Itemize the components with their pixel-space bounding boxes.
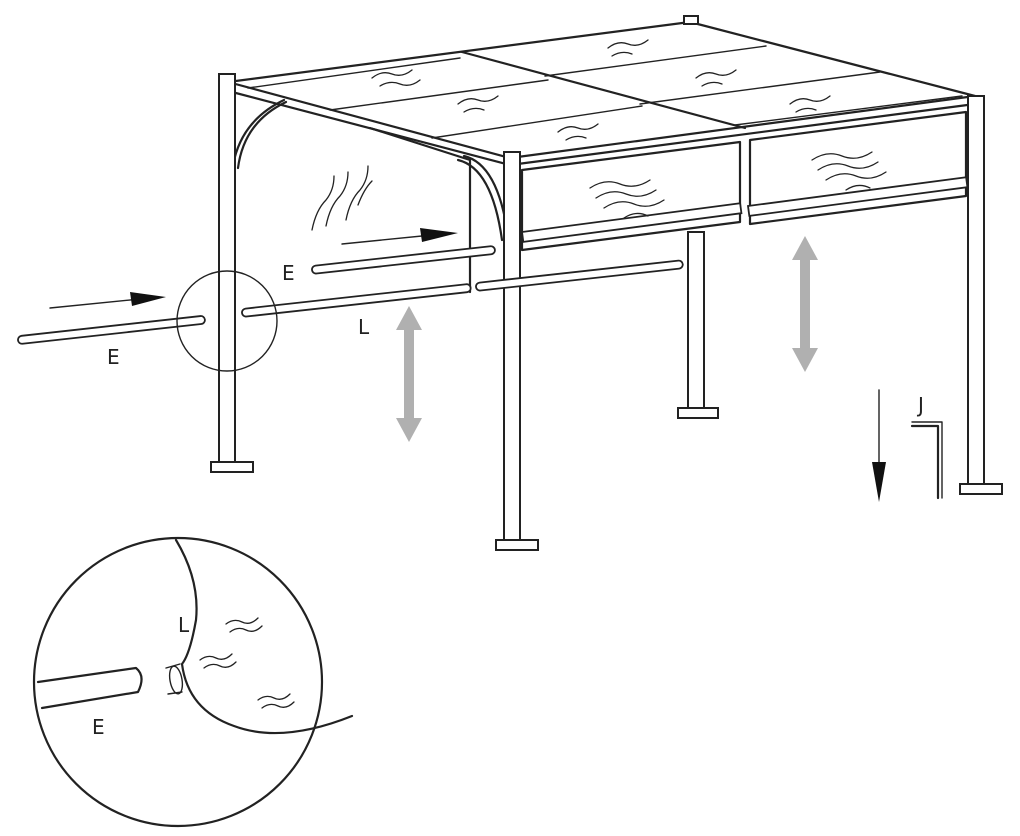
post-front-middle (687, 231, 705, 411)
motion-arrow-left (396, 306, 422, 442)
arrow-left-head (130, 292, 166, 306)
detail-circle (32, 536, 324, 828)
rod-e-middle (311, 245, 496, 275)
roof-frame (226, 15, 977, 167)
arrow-left-shaft (49, 298, 141, 309)
label-rod-e-middle: E (282, 261, 295, 285)
roof-fabric-waves (371, 39, 831, 141)
callout-circle (176, 270, 278, 372)
label-detail-e: E (92, 715, 105, 739)
post-back-left (218, 73, 236, 467)
rod-l-bottom (241, 283, 472, 318)
arrow-down-head (872, 462, 886, 502)
label-canopy-l: L (358, 315, 370, 339)
foot-back-right (959, 483, 1003, 495)
label-detail-l: L (178, 613, 190, 637)
detail-view (32, 536, 354, 828)
motion-arrow-right (792, 236, 818, 372)
foot-front-middle (677, 407, 719, 419)
motion-arrows (396, 236, 818, 442)
post-back-right (967, 95, 985, 489)
rods (17, 245, 684, 345)
arrow-middle-head (420, 228, 458, 242)
part-j (910, 421, 943, 500)
front-shade-panels (520, 110, 969, 252)
insertion-arrows (49, 228, 886, 502)
rod-middle-lower (475, 259, 684, 292)
label-part-j: J (916, 393, 924, 417)
foot-back-left (210, 461, 254, 473)
post-front-left (503, 151, 521, 545)
foot-front-left (495, 539, 539, 551)
rod-e-left (17, 315, 206, 345)
label-rod-e-left: E (107, 345, 120, 369)
posts (210, 73, 1003, 551)
top-cap (683, 15, 699, 25)
arrow-middle-shaft (341, 234, 433, 245)
